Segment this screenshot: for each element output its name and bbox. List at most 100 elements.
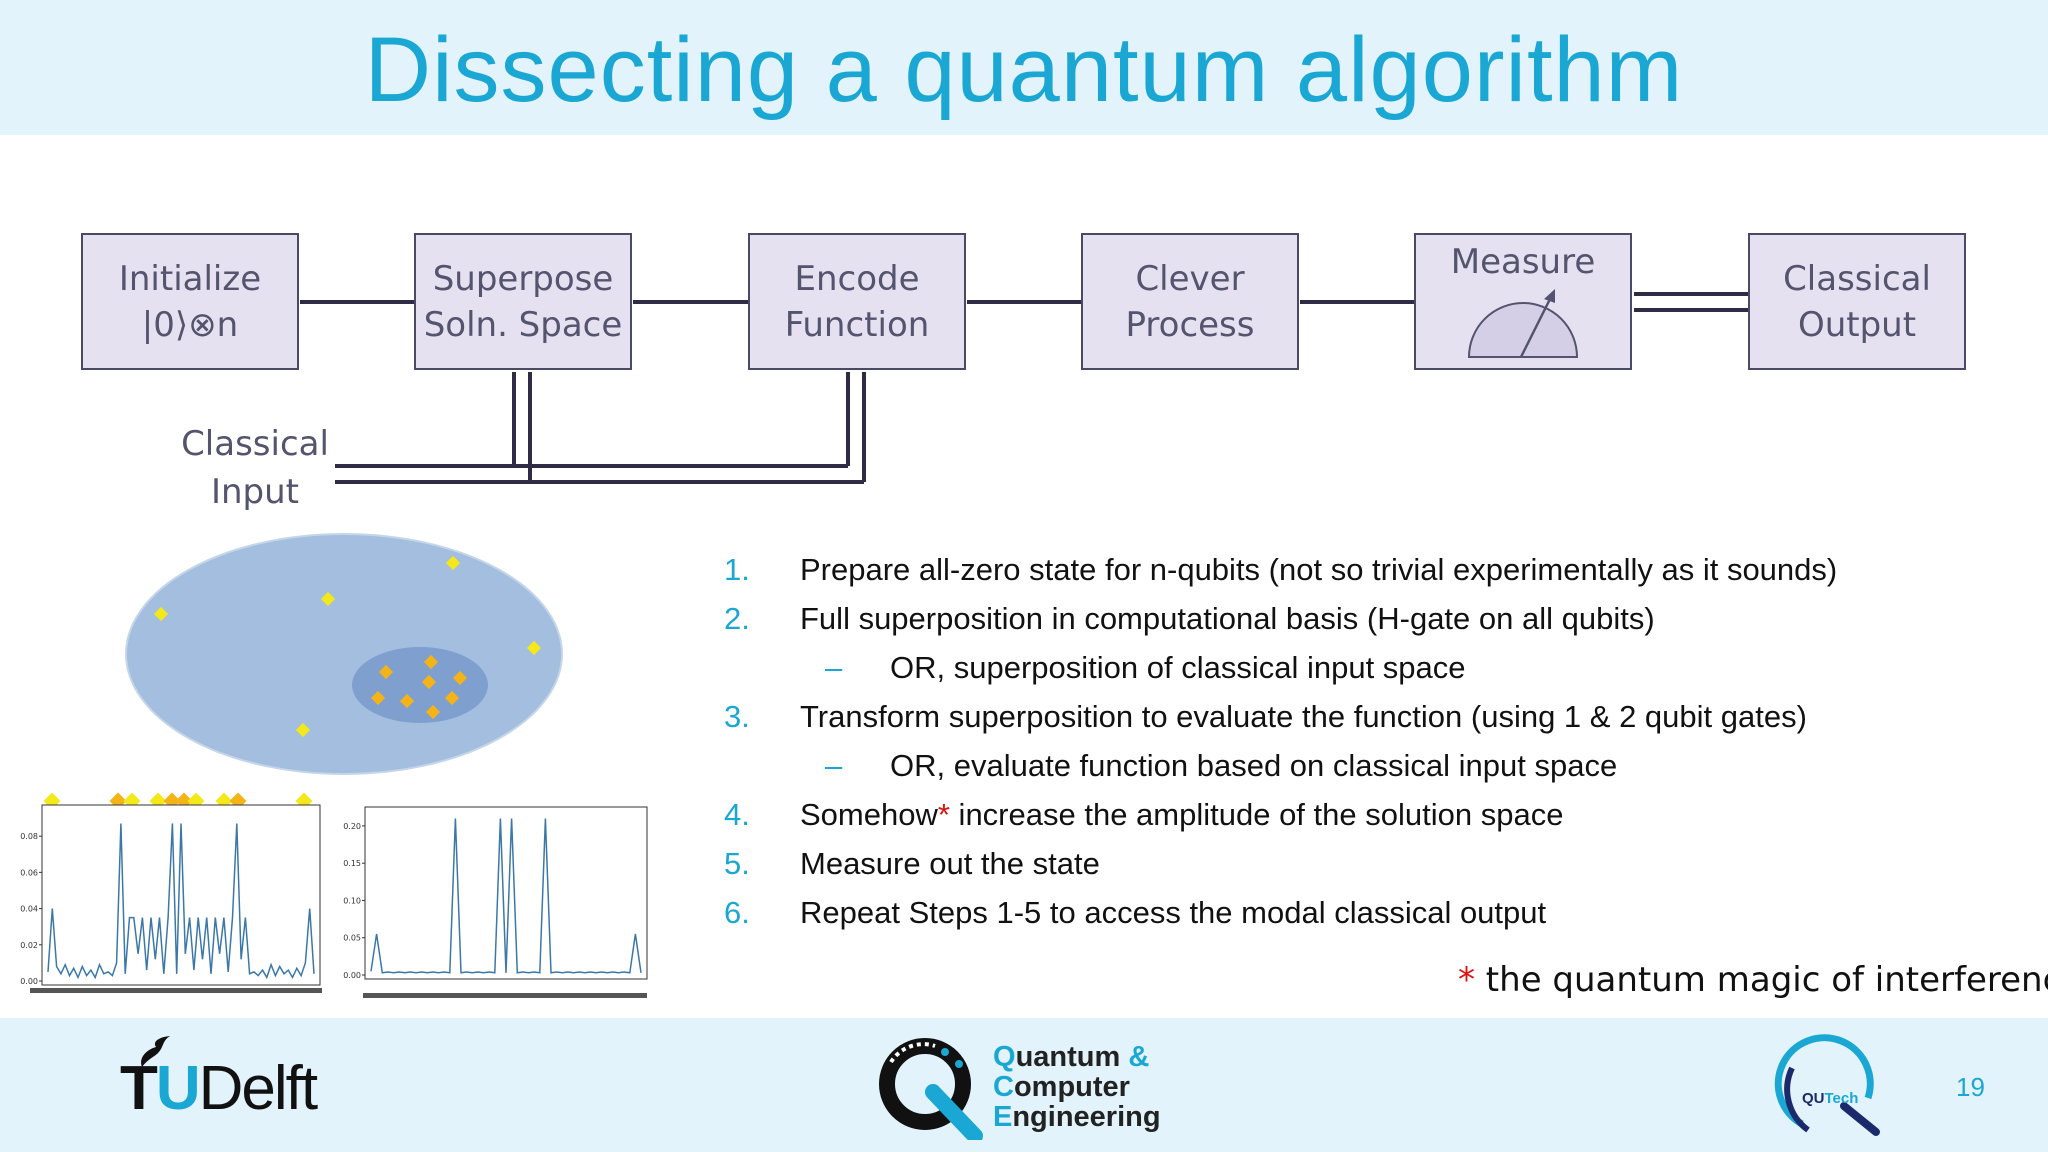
y-tick-label: 0.06 <box>20 868 38 877</box>
qutech-qu: QU <box>1802 1090 1825 1107</box>
q-emblem-icon <box>879 1038 983 1140</box>
qutech-wordmark: QUTech <box>1802 1090 1858 1107</box>
candidate-marker <box>445 555 461 571</box>
qutech-logo: QUTech <box>1772 1028 1892 1143</box>
qce-amp: & <box>1120 1041 1150 1073</box>
qce-line-engineering: Engineering <box>993 1102 1161 1132</box>
solution-marker <box>399 693 415 709</box>
qce-line-computer: Computer <box>993 1072 1161 1102</box>
step-text: Repeat Steps 1-5 to access the modal cla… <box>800 895 1547 930</box>
y-tick-label: 0.08 <box>20 832 38 841</box>
solution-marker <box>421 674 437 690</box>
candidate-marker <box>526 640 542 656</box>
plot-frame <box>364 806 648 980</box>
step-text: Transform superposition to evaluate the … <box>800 699 1807 734</box>
measure-box: Measure <box>1414 233 1632 370</box>
superpose-box: Superpose Soln. Space <box>414 233 632 370</box>
x-tick-labels <box>363 993 647 998</box>
solution-marker <box>370 690 386 706</box>
step-text: OR, superposition of classical input spa… <box>890 650 1466 685</box>
solution-marker <box>378 664 394 680</box>
qce-omputer: omputer <box>1013 1071 1130 1103</box>
encode-sublabel: Function <box>784 304 930 345</box>
qutech-tech: Tech <box>1824 1090 1859 1107</box>
measure-label: Measure <box>1450 242 1596 282</box>
encode-label: Encode <box>794 258 920 299</box>
x-tick-labels <box>30 988 322 993</box>
amplitude-series <box>370 818 642 974</box>
solution-marker <box>425 704 441 720</box>
y-tick-label: 0.20 <box>343 822 361 831</box>
y-tick-labels: 0.20 0.15 0.10 0.05 0.00 <box>343 822 365 980</box>
qce-wordmark: Quantum & Computer Engineering <box>993 1042 1161 1132</box>
qce-logo: Quantum & Computer Engineering <box>875 1030 1175 1140</box>
qce-c: C <box>993 1071 1014 1103</box>
classical-output-sublabel: Output <box>1797 304 1917 345</box>
tudelft-logo: TUDelft <box>120 1035 380 1125</box>
step-text: Full superposition in computational basi… <box>800 601 1655 636</box>
input-space-ellipse <box>125 533 563 775</box>
solution-marker <box>452 670 468 686</box>
sub-bullet: – <box>825 748 843 783</box>
step-number: 1. <box>724 552 750 587</box>
candidate-marker <box>153 606 169 622</box>
qce-q: Q <box>993 1041 1016 1073</box>
qce-e: E <box>993 1101 1013 1133</box>
step-text: Measure out the state <box>800 846 1100 881</box>
footer-bar <box>0 1018 2048 1152</box>
classical-input-line1: Classical <box>181 424 329 464</box>
step-number: 2. <box>724 601 750 636</box>
initialize-box: Initialize |0⟩⊗n <box>81 233 299 370</box>
title-bar <box>0 0 2048 135</box>
tudelft-delft: Delft <box>198 1054 318 1123</box>
candidate-marker <box>320 591 336 607</box>
y-tick-label: 0.05 <box>343 934 361 943</box>
amplitude-plot-before: 0.080.060.040.020.00 <box>20 792 322 993</box>
tudelft-u: U <box>155 1054 201 1123</box>
y-tick-label: 0.10 <box>343 896 361 905</box>
qce-uantum: uantum <box>1015 1041 1121 1073</box>
candidate-marker <box>295 722 311 738</box>
footnote-text: the quantum magic of interference <box>1475 960 2048 1000</box>
superpose-sublabel: Soln. Space <box>423 304 623 345</box>
step-text: Prepare all-zero state for n-qubits (not… <box>800 552 1838 587</box>
amplitude-plot-after: 0.20 0.15 0.10 0.05 0.00 <box>343 806 648 998</box>
y-tick-label: 0.15 <box>343 859 361 868</box>
step-number: 4. <box>724 797 750 832</box>
qce-line-quantum: Quantum & <box>993 1042 1161 1072</box>
step-number: 6. <box>724 895 750 930</box>
superpose-label: Superpose <box>432 258 614 299</box>
flame-icon <box>141 1036 170 1067</box>
solution-space-ellipse <box>352 647 488 723</box>
meter-icon <box>1467 289 1579 358</box>
qce-ngineering: ngineering <box>1012 1101 1161 1133</box>
initialize-state-label: |0⟩⊗n <box>141 304 239 345</box>
y-tick-label: 0.00 <box>20 977 38 986</box>
sub-bullet: – <box>825 650 843 685</box>
tudelft-t: T <box>120 1054 158 1123</box>
footnote-star: * <box>1458 960 1475 1000</box>
process-label: Process <box>1125 304 1255 345</box>
clever-process-box: Clever Process <box>1081 233 1299 370</box>
initialize-label: Initialize <box>118 258 262 299</box>
step-number: 3. <box>724 699 750 734</box>
step-number: 5. <box>724 846 750 881</box>
classical-input-label: Classical Input <box>170 420 340 516</box>
solution-marker <box>423 654 439 670</box>
slide-title: Dissecting a quantum algorithm <box>364 19 1684 121</box>
amplitude-series <box>47 823 315 980</box>
y-tick-label: 0.02 <box>20 941 38 950</box>
solution-marker <box>444 690 460 706</box>
classical-output-box: Classical Output <box>1748 233 1966 370</box>
y-tick-labels: 0.080.060.040.020.00 <box>20 832 42 986</box>
step-text-start: Somehow <box>800 797 938 832</box>
qutech-ring-icon <box>1774 1034 1880 1136</box>
step-text-end: increase the amplitude of the solution s… <box>949 797 1564 832</box>
tudelft-wordmark: TUDelft <box>120 1053 318 1124</box>
solution-space-diagram <box>125 533 563 775</box>
page-number: 19 <box>1956 1072 1985 1102</box>
y-tick-label: 0.00 <box>343 971 361 980</box>
classical-input-line2: Input <box>210 472 300 512</box>
pipeline-connectors <box>300 292 1748 484</box>
clever-label: Clever <box>1135 258 1245 299</box>
